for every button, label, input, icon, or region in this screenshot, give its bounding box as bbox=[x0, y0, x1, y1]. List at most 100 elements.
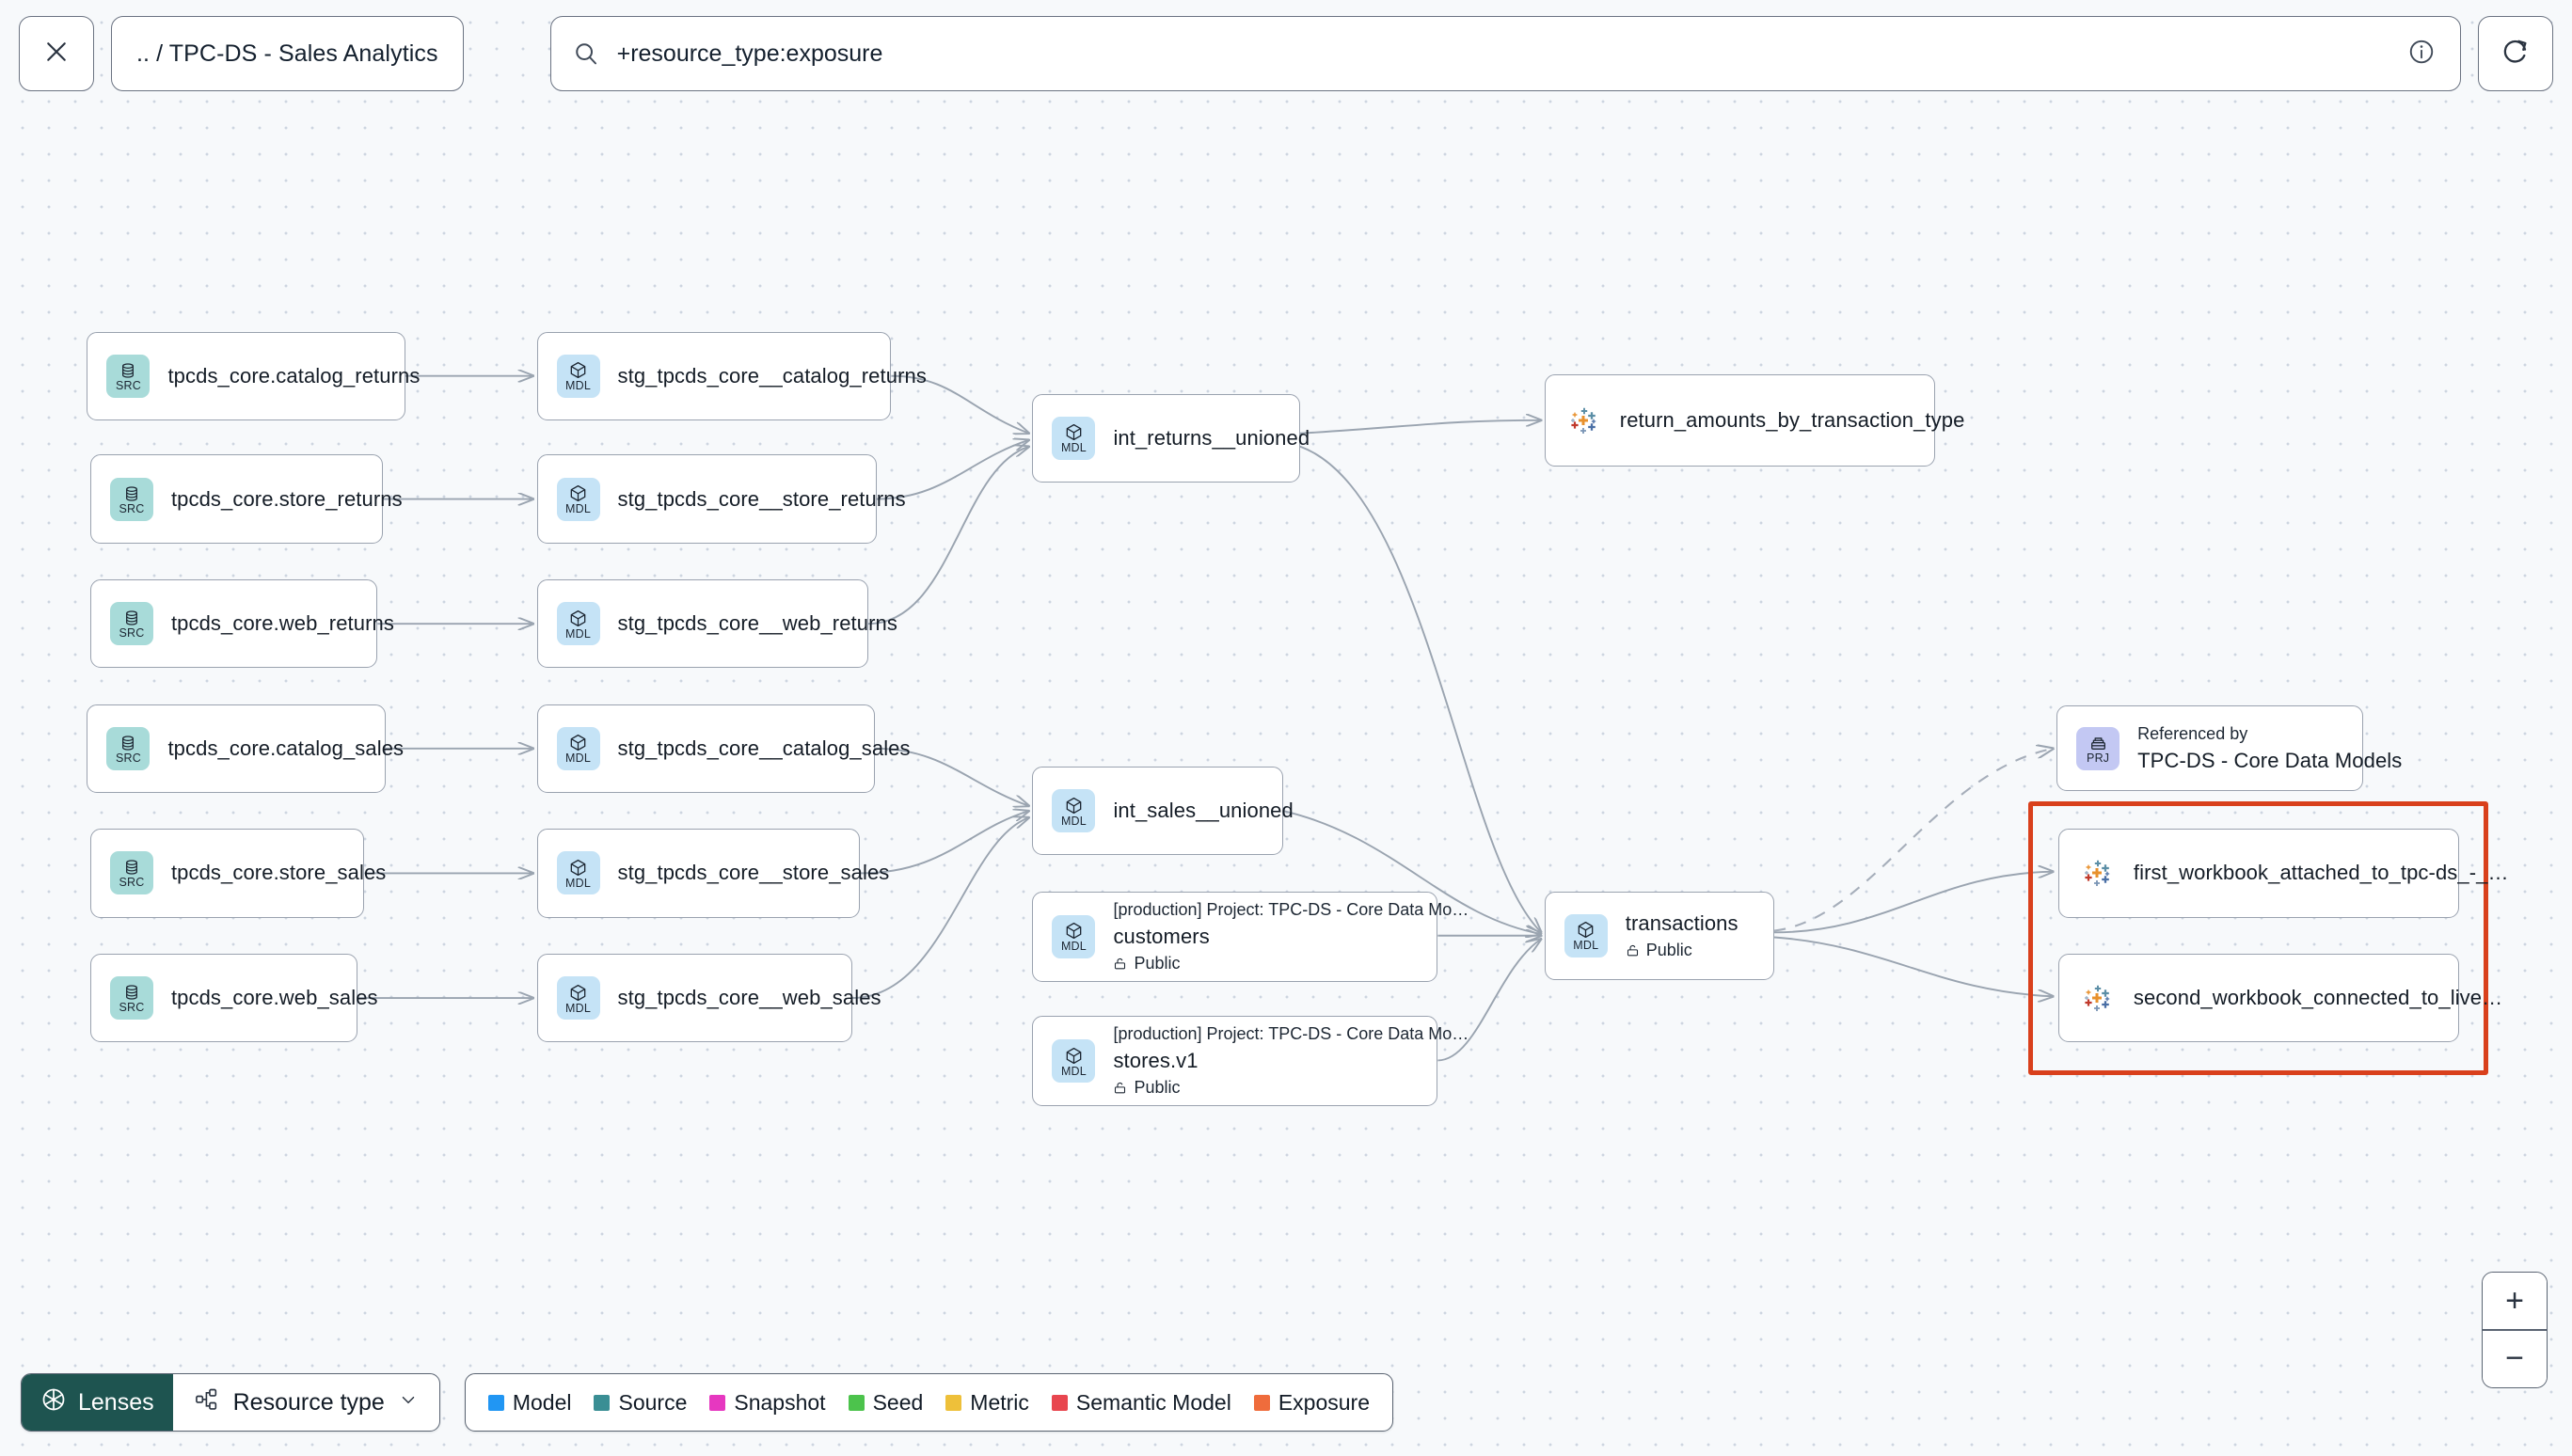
graph-node-stg_store_returns[interactable]: MDL stg_tpcds_core__store_returns bbox=[536, 454, 906, 544]
aperture-icon bbox=[40, 1386, 67, 1419]
model-badge: MDL bbox=[556, 602, 600, 646]
source-badge: SRC bbox=[106, 354, 151, 398]
legend-item-semantic-model[interactable]: Semantic Model bbox=[1051, 1389, 1231, 1416]
node-text: Referenced by TPC-DS - Core Data Models bbox=[2137, 724, 2402, 773]
legend-label: Metric bbox=[970, 1389, 1029, 1415]
legend-swatch bbox=[594, 1394, 611, 1411]
search-input[interactable] bbox=[616, 40, 2390, 68]
node-label: int_sales__unioned bbox=[1113, 799, 1294, 823]
model-badge: MDL bbox=[556, 354, 600, 398]
bottom-toolbar: Lenses Resource type M bbox=[21, 1373, 1393, 1432]
node-text: [production] Project: TPC-DS - Core Data… bbox=[1113, 900, 1469, 973]
node-privacy: Public bbox=[1113, 954, 1469, 973]
node-label: stg_tpcds_core__web_sales bbox=[617, 986, 881, 1010]
info-icon[interactable] bbox=[2407, 38, 2436, 71]
legend-label: Source bbox=[618, 1389, 688, 1415]
legend-item-metric[interactable]: Metric bbox=[945, 1390, 1029, 1416]
legend-item-seed[interactable]: Seed bbox=[848, 1389, 924, 1416]
zoom-in-button[interactable]: + bbox=[2483, 1273, 2547, 1330]
node-label: tpcds_core.catalog_sales bbox=[167, 736, 405, 760]
graph-node-customers[interactable]: MDL [production] Project: TPC-DS - Core … bbox=[1032, 891, 1469, 982]
search-bar[interactable] bbox=[549, 16, 2461, 91]
legend-swatch bbox=[1051, 1394, 1068, 1411]
node-label: return_amounts_by_transaction_type bbox=[1619, 407, 1965, 432]
legend-item-snapshot[interactable]: Snapshot bbox=[709, 1389, 826, 1416]
legend-label: Seed bbox=[872, 1389, 924, 1415]
node-label: first_workbook_attached_to_tpc-ds_-_… bbox=[2133, 861, 2509, 885]
node-label: stg_tpcds_core__catalog_sales bbox=[617, 736, 911, 760]
graph-node-src_catalog_sales[interactable]: SRC tpcds_core.catalog_sales bbox=[87, 704, 404, 793]
zoom-controls: + − bbox=[2482, 1272, 2548, 1388]
node-label: customers bbox=[1113, 924, 1210, 948]
legend-item-model[interactable]: Model bbox=[487, 1390, 571, 1416]
close-icon bbox=[42, 38, 71, 71]
search-icon bbox=[572, 40, 600, 68]
node-label: tpcds_core.store_sales bbox=[170, 861, 387, 885]
model-badge: MDL bbox=[556, 976, 600, 1021]
graph-node-int_returns_unioned[interactable]: MDL int_returns__unioned bbox=[1032, 393, 1310, 483]
model-badge: MDL bbox=[1052, 789, 1096, 833]
legend-label: Exposure bbox=[1278, 1389, 1370, 1415]
node-privacy: Public bbox=[1113, 1078, 1469, 1098]
node-label: stg_tpcds_core__store_sales bbox=[617, 861, 890, 885]
legend-label: Semantic Model bbox=[1075, 1389, 1231, 1415]
graph-node-src_catalog_returns[interactable]: SRC tpcds_core.catalog_returns bbox=[87, 331, 420, 420]
node-label: stores.v1 bbox=[1113, 1049, 1199, 1073]
node-label: int_returns__unioned bbox=[1113, 425, 1310, 450]
close-button[interactable] bbox=[19, 16, 94, 91]
project-badge: PRJ bbox=[2076, 726, 2120, 770]
graph-node-stores_v1[interactable]: MDL [production] Project: TPC-DS - Core … bbox=[1032, 1016, 1469, 1107]
graph-node-stg_web_returns[interactable]: MDL stg_tpcds_core__web_returns bbox=[536, 579, 897, 669]
refresh-button[interactable] bbox=[2478, 16, 2553, 91]
model-badge: MDL bbox=[1052, 914, 1096, 958]
resource-type-legend: Model Source Snapshot Seed Metric Semant… bbox=[464, 1373, 1393, 1432]
node-label: tpcds_core.web_returns bbox=[170, 611, 394, 636]
source-badge: SRC bbox=[106, 726, 151, 770]
breadcrumb[interactable]: .. / TPC-DS - Sales Analytics bbox=[111, 16, 464, 91]
legend-swatch bbox=[1253, 1394, 1270, 1411]
graph-node-referenced_by_prj[interactable]: PRJ Referenced by TPC-DS - Core Data Mod… bbox=[2056, 705, 2402, 792]
graph-node-second_workbook[interactable]: second_workbook_connected_to_live… bbox=[2057, 953, 2502, 1043]
graph-node-int_sales_unioned[interactable]: MDL int_sales__unioned bbox=[1032, 767, 1294, 856]
zoom-divider bbox=[2483, 1329, 2547, 1331]
legend-item-source[interactable]: Source bbox=[594, 1390, 687, 1416]
graph-node-stg_web_sales[interactable]: MDL stg_tpcds_core__web_sales bbox=[536, 953, 881, 1043]
node-text: transactions Public bbox=[1626, 911, 1738, 960]
breadcrumb-label: .. / TPC-DS - Sales Analytics bbox=[136, 40, 438, 67]
resource-type-dropdown[interactable]: Resource type bbox=[173, 1374, 439, 1431]
graph-node-first_workbook[interactable]: first_workbook_attached_to_tpc-ds_-_… bbox=[2057, 829, 2508, 918]
model-badge: MDL bbox=[556, 726, 600, 770]
zoom-out-button[interactable]: − bbox=[2483, 1330, 2547, 1387]
lenses-control: Lenses Resource type bbox=[21, 1373, 440, 1432]
node-privacy: Public bbox=[1626, 941, 1738, 960]
chevron-down-icon bbox=[398, 1389, 419, 1416]
legend-label: Snapshot bbox=[734, 1389, 826, 1415]
source-badge: SRC bbox=[109, 477, 153, 521]
node-project-label: [production] Project: TPC-DS - Core Data… bbox=[1113, 899, 1469, 919]
graph-node-transactions[interactable]: MDL transactions Public bbox=[1544, 891, 1775, 980]
legend-item-exposure[interactable]: Exposure bbox=[1253, 1389, 1370, 1416]
node-label: tpcds_core.catalog_returns bbox=[167, 363, 421, 388]
model-badge: MDL bbox=[1052, 416, 1096, 460]
graph-node-return_amounts[interactable]: return_amounts_by_transaction_type bbox=[1544, 373, 1964, 467]
graph-node-stg_catalog_sales[interactable]: MDL stg_tpcds_core__catalog_sales bbox=[536, 704, 911, 793]
resource-type-label: Resource type bbox=[232, 1388, 385, 1416]
lenses-label: Lenses bbox=[78, 1388, 154, 1416]
model-badge: MDL bbox=[1052, 1039, 1096, 1084]
legend-swatch bbox=[848, 1394, 865, 1411]
lenses-button[interactable]: Lenses bbox=[22, 1374, 173, 1431]
node-label: stg_tpcds_core__store_returns bbox=[617, 486, 906, 511]
node-label: stg_tpcds_core__web_returns bbox=[617, 611, 897, 636]
model-badge: MDL bbox=[556, 477, 600, 521]
nodes-icon bbox=[194, 1386, 220, 1419]
source-badge: SRC bbox=[109, 976, 153, 1021]
node-label: second_workbook_connected_to_live… bbox=[2133, 986, 2503, 1010]
